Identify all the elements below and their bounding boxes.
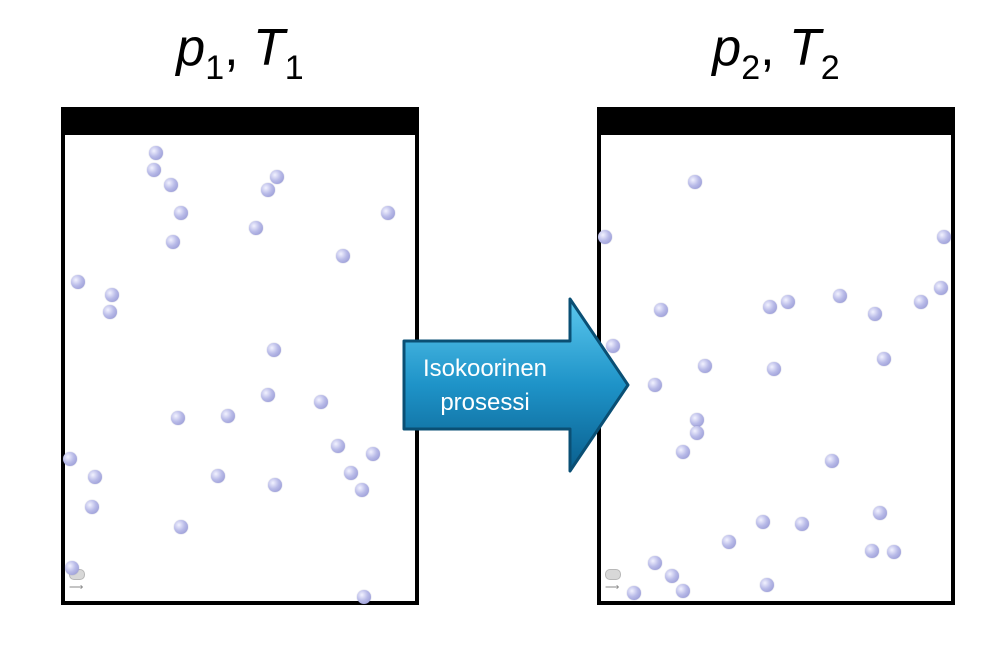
gas-particle [344,466,358,480]
pressure-subscript: 2 [741,49,760,87]
gas-particle [688,175,702,189]
gas-particle [868,307,882,321]
gas-particle [174,206,188,220]
gas-particle [357,590,371,604]
temperature-symbol: T [789,19,821,77]
gas-particle [781,295,795,309]
gas-particle [85,500,99,514]
gas-particle [937,230,951,244]
gas-particle [331,439,345,453]
gas-particle [249,221,263,235]
gas-particle [355,483,369,497]
gas-particle [767,362,781,376]
gas-particle [934,281,948,295]
gas-particle [171,411,185,425]
process-label-line-1: Isokoorinen [404,352,566,386]
gas-particle [314,395,328,409]
piston-lid [597,107,955,137]
gas-particle [174,520,188,534]
gas-particle [261,183,275,197]
gas-particle [795,517,809,531]
gas-particle [914,295,928,309]
gas-particle [877,352,891,366]
state-1-label: p1, T1 [60,18,420,88]
simulation-controls[interactable]: ⟶ [605,569,621,595]
gas-particle [887,545,901,559]
gas-particle [166,235,180,249]
gas-particle [665,569,679,583]
piston-lid [61,107,419,137]
temperature-subscript: 1 [285,49,304,87]
gas-particle [164,178,178,192]
arrow-icon[interactable]: ⟶ [69,583,85,593]
gas-particle [103,305,117,319]
pressure-subscript: 1 [205,49,224,87]
gas-particle [211,469,225,483]
state-2-label: p2, T2 [596,18,956,88]
temperature-symbol: T [253,19,285,77]
gas-particle [698,359,712,373]
gas-particle [598,230,612,244]
gas-particle [88,470,102,484]
gas-particle [833,289,847,303]
gas-container-initial: ⟶ [61,107,419,605]
gas-particle [381,206,395,220]
gas-particle [336,249,350,263]
gas-particle [690,426,704,440]
gas-container-final: ⟶ [597,107,955,605]
gas-particle [825,454,839,468]
gas-particle [366,447,380,461]
gas-particle [149,146,163,160]
label-separator: , [224,19,253,77]
gas-particle [756,515,770,529]
gas-particle [763,300,777,314]
gas-particle [722,535,736,549]
label-separator: , [760,19,789,77]
toggle-icon[interactable] [605,569,621,580]
arrow-icon[interactable]: ⟶ [605,583,621,593]
gas-particle [105,288,119,302]
gas-particle [627,586,641,600]
gas-particle [71,275,85,289]
container-walls [61,135,419,605]
gas-particle [690,413,704,427]
gas-particle [63,452,77,466]
pressure-symbol: p [176,19,205,77]
process-label: Isokoorinen prosessi [404,352,566,420]
gas-particle [654,303,668,317]
pressure-symbol: p [712,19,741,77]
gas-particle [760,578,774,592]
gas-particle [65,561,79,575]
process-label-line-2: prosessi [404,386,566,420]
gas-particle [221,409,235,423]
gas-particle [648,556,662,570]
gas-particle [676,584,690,598]
gas-particle [873,506,887,520]
gas-particle [261,388,275,402]
gas-particle [268,478,282,492]
temperature-subscript: 2 [821,49,840,87]
gas-particle [267,343,281,357]
gas-particle [865,544,879,558]
gas-particle [147,163,161,177]
gas-particle [676,445,690,459]
gas-particle [648,378,662,392]
gas-particle [270,170,284,184]
